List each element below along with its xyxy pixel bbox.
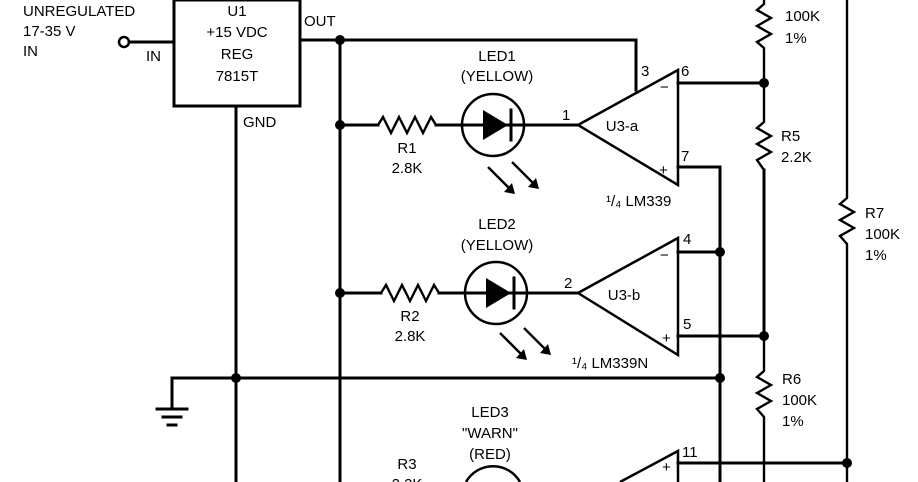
input-label-1: UNREGULATED (23, 3, 135, 20)
u3a-part: ¹/₄ LM339 (606, 193, 671, 210)
u1-voltage: +15 VDC (206, 24, 267, 41)
resistor-r5-icon (754, 83, 774, 336)
u1-ref: U1 (227, 3, 246, 20)
junction (842, 458, 852, 468)
u1-part: 7815T (216, 68, 259, 85)
r1-ref: R1 (397, 140, 416, 157)
u3c-pin-noninv: 11 (682, 444, 698, 461)
input-label-3: IN (23, 43, 38, 60)
u3b-part: ¹/₄ LM339N (572, 355, 648, 372)
junction (715, 247, 725, 257)
u3b-minus: − (660, 247, 669, 264)
u3a-pin-inv: 6 (681, 63, 689, 80)
led2-color: (YELLOW) (461, 237, 534, 254)
led2-ref: LED2 (478, 216, 516, 233)
r5-ref: R5 (781, 128, 800, 145)
u3a-ref: U3-a (606, 118, 639, 135)
junction (335, 35, 345, 45)
led1-color: (YELLOW) (461, 68, 534, 85)
comparator-u3c (619, 448, 680, 482)
led2-icon (463, 260, 551, 360)
out-label: OUT (304, 13, 336, 30)
u3c-plus: + (662, 459, 671, 476)
resistor-r2-icon (379, 282, 441, 304)
r6-tol: 1% (782, 413, 804, 430)
u3a-plus: + (659, 162, 668, 179)
u1-reg: REG (221, 46, 254, 63)
resistor-r6-icon (754, 336, 774, 482)
r6-value: 100K (782, 392, 817, 409)
r4-tol: 1% (785, 30, 807, 47)
u3b-pin-inv: 4 (683, 231, 691, 248)
in-pin-label: IN (146, 48, 161, 65)
r7-value: 100K (865, 226, 900, 243)
r7-ref: R7 (865, 205, 884, 222)
r6-ref: R6 (782, 371, 801, 388)
led3-note: "WARN" (462, 425, 518, 442)
u3b-ref: U3-b (608, 287, 641, 304)
r4-value: 100K (785, 8, 820, 25)
comparator-u3b (575, 235, 680, 358)
u3a-pin-noninv: 7 (681, 148, 689, 165)
comparator-u3a (575, 67, 680, 188)
led3-color: (RED) (469, 446, 511, 463)
wire (676, 165, 722, 482)
u3a-minus: − (660, 79, 669, 96)
r2-ref: R2 (400, 308, 419, 325)
u3a-pin-vcc: 3 (641, 63, 649, 80)
u3b-pin-out: 2 (564, 275, 572, 292)
input-label-2: 17-35 V (23, 23, 76, 40)
r7-tol: 1% (865, 247, 887, 264)
r3-ref: R3 (397, 456, 416, 473)
r3-value: 2.2K (392, 476, 423, 482)
resistor-r4-icon (754, 0, 774, 83)
u3b-pin-noninv: 5 (683, 316, 691, 333)
u3a-pin-out: 1 (562, 107, 570, 124)
ground-icon (155, 407, 189, 427)
gnd-label: GND (243, 114, 277, 131)
r2-value: 2.8K (395, 328, 426, 345)
led3-ref: LED3 (471, 404, 509, 421)
r5-value: 2.2K (781, 149, 812, 166)
r1-value: 2.8K (392, 160, 423, 177)
u3b-plus: + (662, 330, 671, 347)
led3-icon (464, 465, 522, 482)
resistor-r1-icon (376, 114, 438, 136)
regulator-u1 (172, 0, 302, 108)
led1-icon (460, 92, 539, 194)
led1-ref: LED1 (478, 48, 516, 65)
resistor-r7-icon (837, 0, 857, 482)
